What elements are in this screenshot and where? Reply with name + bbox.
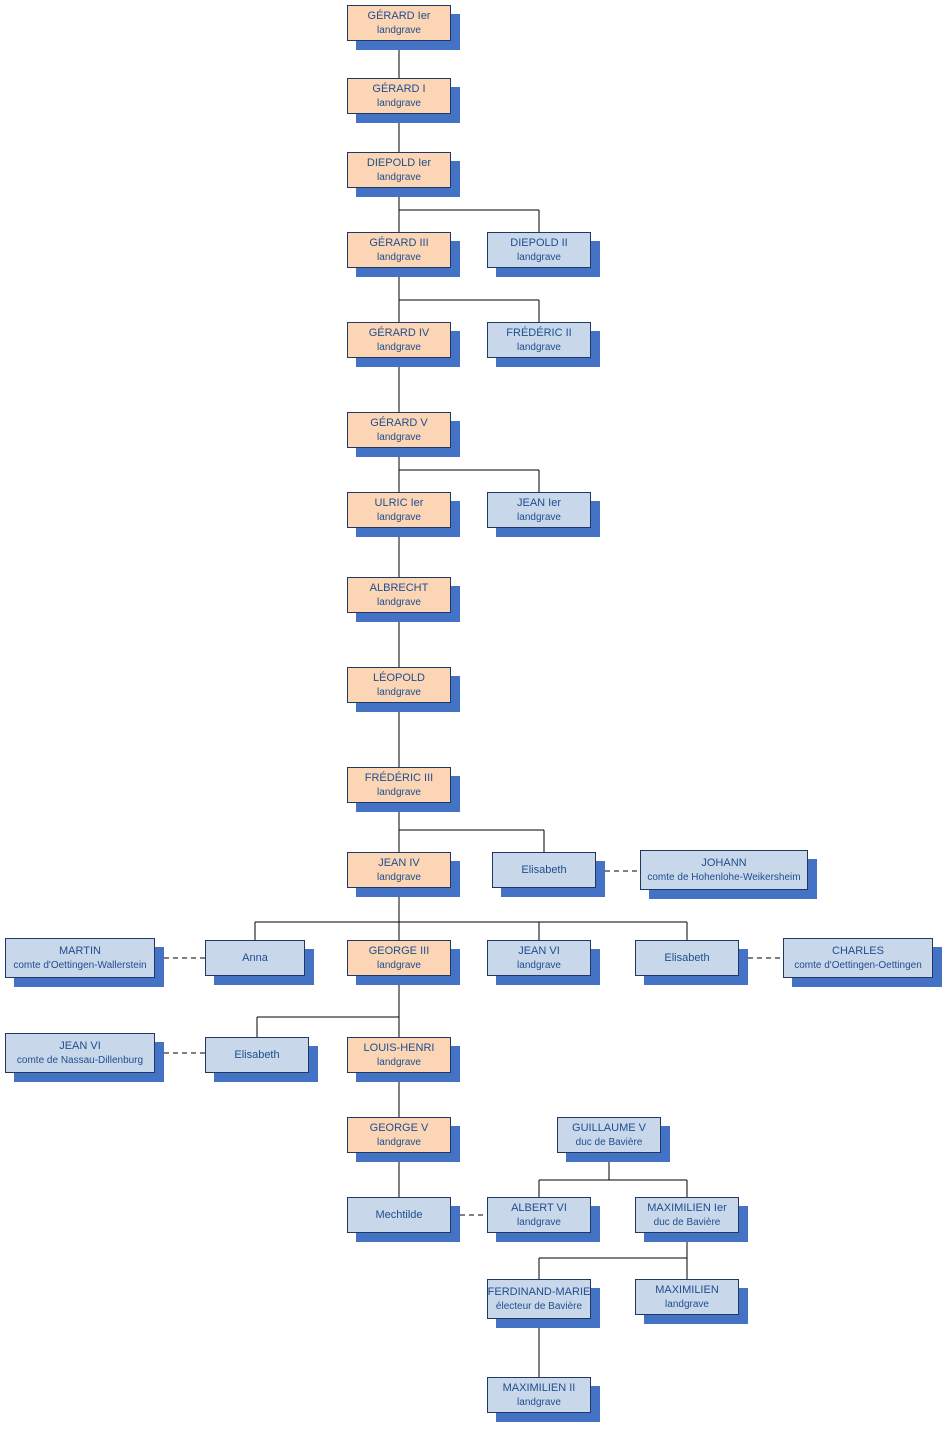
node-subtitle: landgrave <box>377 871 421 883</box>
node-name: FRÉDÉRIC III <box>364 772 434 785</box>
node-subtitle: duc de Bavière <box>653 1216 721 1228</box>
node-louis-henri: LOUIS-HENRI landgrave <box>347 1037 451 1073</box>
node-subtitle: comte de Nassau-Dillenburg <box>16 1054 144 1066</box>
node-martin-oettingen: MARTIN comte d'Oettingen-Wallerstein <box>5 938 155 978</box>
node-elisabeth-nassau: Elisabeth <box>205 1037 309 1073</box>
descent-lines <box>254 41 688 1377</box>
node-gerard-iv: GÉRARD IV landgrave <box>347 322 451 358</box>
node-name: MAXIMILIEN II <box>502 1382 576 1395</box>
node-subtitle: landgrave <box>377 1136 421 1148</box>
node-subtitle: landgrave <box>377 511 421 523</box>
node-johann-hohenlohe: JOHANN comte de Hohenlohe-Weikersheim <box>640 850 808 890</box>
node-gerard-1er: GÉRARD Ier landgrave <box>347 5 451 41</box>
node-maximilien: MAXIMILIEN landgrave <box>635 1279 739 1315</box>
node-name: GEORGE V <box>369 1122 429 1135</box>
node-diepold-ii: DIEPOLD II landgrave <box>487 232 591 268</box>
node-name: ALBERT VI <box>511 1202 567 1215</box>
node-elisabeth-hohenlohe: Elisabeth <box>492 852 596 888</box>
node-subtitle: comte d'Oettingen-Oettingen <box>794 959 922 971</box>
node-name: ULRIC Ier <box>374 497 424 510</box>
node-george-iii: GEORGE III landgrave <box>347 940 451 976</box>
node-ferdinand-marie: FERDINAND-MARIE électeur de Bavière <box>487 1279 591 1319</box>
node-name: GÉRARD V <box>370 417 428 430</box>
node-charles-oettingen: CHARLES comte d'Oettingen-Oettingen <box>783 938 933 978</box>
node-name: LOUIS-HENRI <box>363 1042 435 1055</box>
node-subtitle: comte de Hohenlohe-Weikersheim <box>647 871 801 883</box>
node-maximilien-1er: MAXIMILIEN Ier duc de Bavière <box>635 1197 739 1233</box>
node-gerard-i: GÉRARD I landgrave <box>347 78 451 114</box>
node-subtitle: landgrave <box>517 251 561 263</box>
node-name: DIEPOLD II <box>510 237 568 250</box>
node-jean-iv: JEAN IV landgrave <box>347 852 451 888</box>
node-jean-vi-nassau: JEAN VI comte de Nassau-Dillenburg <box>5 1033 155 1073</box>
node-subtitle: landgrave <box>377 959 421 971</box>
node-subtitle: landgrave <box>377 686 421 698</box>
node-subtitle: landgrave <box>517 1396 561 1408</box>
node-subtitle: landgrave <box>377 97 421 109</box>
node-mechtilde: Mechtilde <box>347 1197 451 1233</box>
node-name: JEAN IV <box>378 857 420 870</box>
node-name: CHARLES <box>832 945 884 958</box>
node-leopold: LÉOPOLD landgrave <box>347 667 451 703</box>
node-subtitle: landgrave <box>377 341 421 353</box>
node-gerard-iii: GÉRARD III landgrave <box>347 232 451 268</box>
node-name: JEAN Ier <box>516 497 561 510</box>
node-subtitle: landgrave <box>377 431 421 443</box>
node-anna: Anna <box>205 940 305 976</box>
node-subtitle: landgrave <box>377 171 421 183</box>
node-name: GUILLAUME V <box>572 1122 646 1135</box>
node-albrecht: ALBRECHT landgrave <box>347 577 451 613</box>
node-ulric-1er: ULRIC Ier landgrave <box>347 492 451 528</box>
node-name: Elisabeth <box>664 951 710 964</box>
node-name: Elisabeth <box>521 863 567 876</box>
node-gerard-v: GÉRARD V landgrave <box>347 412 451 448</box>
node-name: Elisabeth <box>234 1048 280 1061</box>
node-subtitle: électeur de Bavière <box>495 1300 583 1312</box>
node-subtitle: landgrave <box>377 1056 421 1068</box>
marriage-lines <box>155 870 783 1216</box>
node-name: FERDINAND-MARIE <box>487 1286 591 1299</box>
node-name: DIEPOLD Ier <box>366 157 432 170</box>
node-george-v: GEORGE V landgrave <box>347 1117 451 1153</box>
node-name: ALBRECHT <box>369 582 429 595</box>
node-subtitle: landgrave <box>517 341 561 353</box>
node-name: JOHANN <box>701 857 747 870</box>
node-name: GÉRARD IV <box>368 327 430 340</box>
node-name: Mechtilde <box>375 1208 423 1221</box>
node-name: GEORGE III <box>368 945 430 958</box>
node-subtitle: landgrave <box>377 251 421 263</box>
node-frederic-ii: FRÉDÉRIC II landgrave <box>487 322 591 358</box>
node-name: GÉRARD Ier <box>367 10 431 23</box>
node-subtitle: landgrave <box>517 511 561 523</box>
node-elisabeth-oettingen: Elisabeth <box>635 940 739 976</box>
node-guillaume-v: GUILLAUME V duc de Bavière <box>557 1117 661 1153</box>
node-name: LÉOPOLD <box>373 672 425 685</box>
node-name: FRÉDÉRIC II <box>506 327 572 340</box>
node-jean-1er: JEAN Ier landgrave <box>487 492 591 528</box>
node-diepold-1er: DIEPOLD Ier landgrave <box>347 152 451 188</box>
node-name: MARTIN <box>59 945 101 958</box>
node-subtitle: landgrave <box>665 1298 709 1310</box>
node-name: GÉRARD I <box>372 83 426 96</box>
node-subtitle: landgrave <box>377 596 421 608</box>
node-subtitle: landgrave <box>517 959 561 971</box>
node-albert-vi: ALBERT VI landgrave <box>487 1197 591 1233</box>
node-subtitle: landgrave <box>377 786 421 798</box>
node-maximilien-ii: MAXIMILIEN II landgrave <box>487 1377 591 1413</box>
node-name: MAXIMILIEN <box>655 1284 719 1297</box>
node-subtitle: duc de Bavière <box>575 1136 643 1148</box>
node-name: MAXIMILIEN Ier <box>647 1202 727 1215</box>
node-subtitle: comte d'Oettingen-Wallerstein <box>13 959 147 971</box>
node-jean-vi: JEAN VI landgrave <box>487 940 591 976</box>
node-name: Anna <box>242 951 268 964</box>
node-name: GÉRARD III <box>369 237 429 250</box>
node-subtitle: landgrave <box>377 24 421 36</box>
node-subtitle: landgrave <box>517 1216 561 1228</box>
node-frederic-iii: FRÉDÉRIC III landgrave <box>347 767 451 803</box>
node-name: JEAN VI <box>518 945 560 958</box>
node-name: JEAN VI <box>59 1040 101 1053</box>
